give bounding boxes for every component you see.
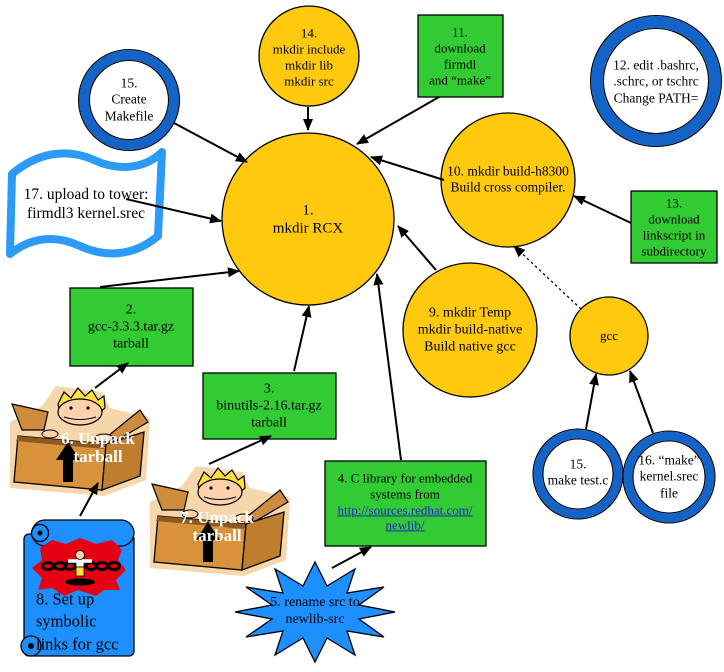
step-15-create-makefile-label: 15. Create Makefile (104, 75, 154, 124)
arrow-step10-to-step1 (370, 155, 445, 181)
step-13-label: 13. download linkscript in subdirectory (641, 195, 707, 258)
arrow-step17-to-step1 (125, 198, 222, 224)
step-15-create-makefile-ring-circle (77, 48, 181, 152)
arrow-step8-to-step6 (79, 482, 99, 517)
man-head (75, 550, 85, 560)
arrow-step13-to-step10 (573, 195, 632, 224)
gcc-circle (569, 296, 649, 376)
gcc-label: gcc (599, 328, 619, 344)
step-3-label: 3. binutils-2.16.tar.gz tarball (216, 381, 322, 431)
step-9-circle (402, 262, 538, 398)
step-15-make-test-label: 15. make test.c (547, 456, 609, 488)
step-5-starburst-shape (234, 560, 396, 664)
chain-link-icon (107, 561, 121, 571)
step-4-label: 4. C library for embedded systems from h… (320, 454, 490, 549)
step-1-label: 1. mkdir RCX (272, 202, 344, 237)
step-14-label: 14. mkdir include mkdir lib mkdir src (272, 25, 346, 88)
step-1-circle (221, 132, 395, 306)
arrow-step4-to-step1 (373, 273, 402, 461)
newlib-link[interactable]: http://sources.redhat.com/ newlib/ (337, 502, 473, 533)
man-pants (75, 566, 85, 577)
step-2-label: 2. gcc-3.3.3.tar.gz tarball (87, 302, 175, 352)
step-10-label: 10. mkdir build-h8300 Build cross compil… (447, 163, 569, 195)
step-5-label: 5. rename src to newlib-src (270, 594, 360, 627)
arrow-gcc-to-step10-dotted (513, 245, 582, 310)
arrow-step7-to-step3 (208, 435, 272, 465)
step-4-rect (324, 460, 487, 547)
arrow-step16-to-gcc (629, 370, 654, 434)
step-11-label: 11. download firmdl and “make” (429, 24, 491, 87)
step-12-label: 12. edit .bashrc, .schrc, or tschrc Chan… (613, 57, 699, 106)
arrow-step6-to-step2 (94, 362, 129, 389)
step-14-circle (258, 5, 360, 107)
step-15-make-test-ring-circle (532, 428, 624, 520)
step-9-label: 9. mkdir Temp mkdir build-native Build n… (417, 305, 523, 355)
step-11-rect (417, 14, 504, 98)
step-13-rect (630, 190, 718, 264)
arrow-step3-to-step1 (293, 305, 312, 372)
step-8-label: 8. Set up symbolic links for gcc (36, 589, 119, 654)
step-16-label: 16. “make” kernel.srec file (638, 452, 700, 501)
broken-chains-clipart (32, 538, 126, 596)
step-8-scroll-shape (20, 519, 135, 657)
arrow-step9-to-step1 (397, 225, 437, 271)
arrow-step2-to-step1 (99, 267, 240, 288)
arrow-step15-to-step1 (173, 122, 248, 163)
step-2-rect (69, 287, 194, 367)
step-16-ring-circle (622, 430, 716, 524)
step-12-ring-circle (589, 14, 723, 148)
arrow-step15b-to-gcc (585, 373, 599, 430)
step-17-label: 17. upload to tower: firmdl3 kernel.srec (23, 186, 149, 222)
arrow-layer (79, 96, 654, 569)
step-7-label: 7. Unpack tarball (180, 508, 254, 545)
step-6-label: 6. Unpack tarball (61, 429, 135, 466)
arrow-step5-to-step4 (331, 546, 372, 569)
arrow-step11-to-step1 (356, 96, 440, 145)
step-17-flag-shape (6, 148, 166, 258)
step-4-text: 4. C library for embedded systems from (337, 470, 473, 502)
